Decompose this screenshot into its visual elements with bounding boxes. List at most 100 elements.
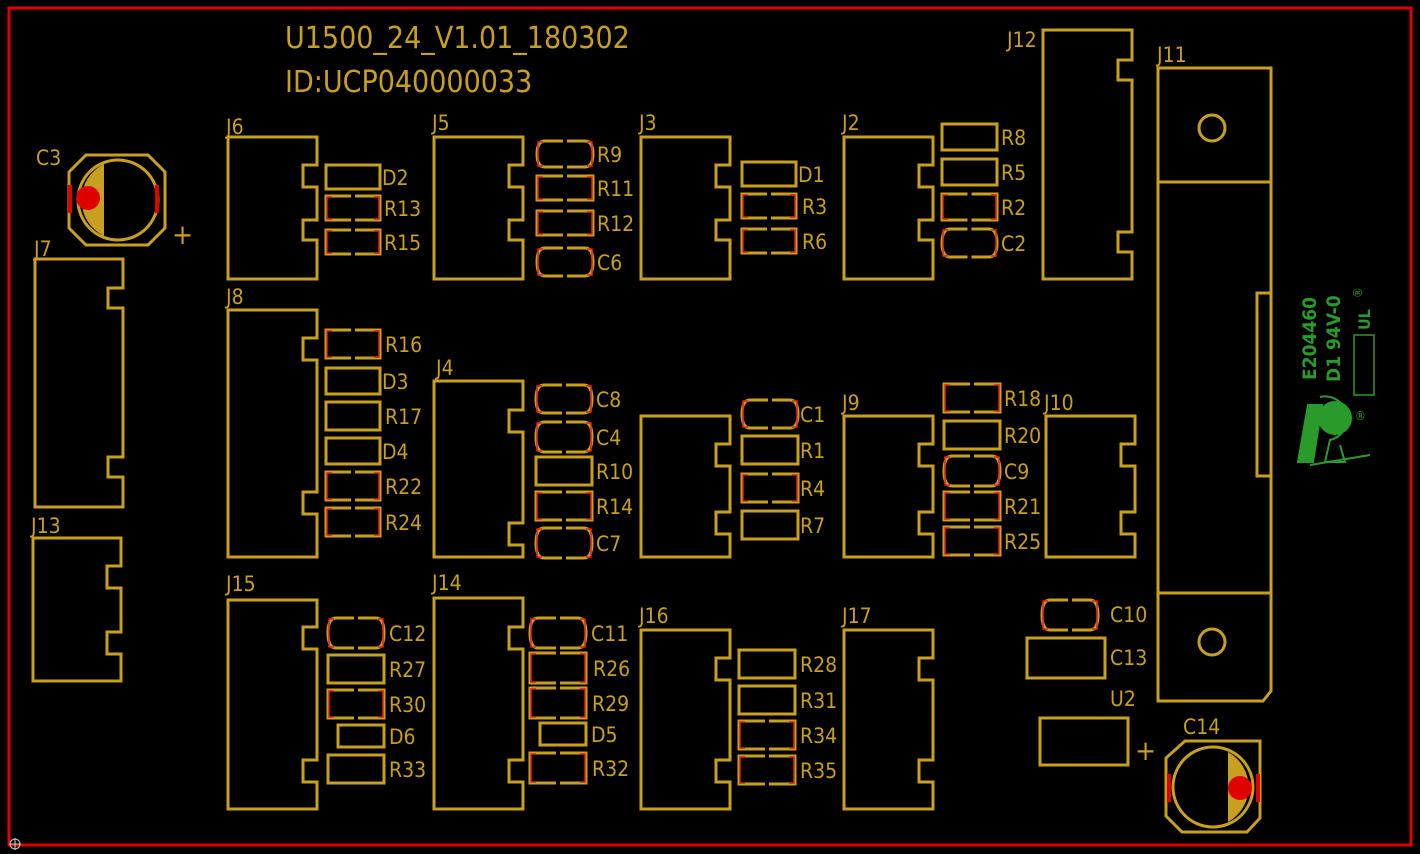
component-c6: [535, 246, 595, 278]
capacitor-c14: [1164, 739, 1262, 834]
connector-j4: [432, 379, 525, 559]
label-r34: R34: [800, 724, 837, 748]
component-d6: [336, 723, 386, 749]
label-r35: R35: [800, 759, 837, 783]
mounting-hole-icon: [1197, 113, 1227, 143]
chip-u2: [1038, 716, 1130, 767]
label-c10: C10: [1110, 603, 1147, 627]
component-r13: [324, 194, 382, 222]
label-j2: J2: [841, 111, 860, 135]
connector-j6: [226, 135, 319, 281]
component-r33: [326, 753, 386, 785]
component-r17: [324, 400, 382, 432]
label-r9: R9: [597, 143, 622, 167]
mounting-hole-icon: [1197, 627, 1227, 657]
connector-j2: [842, 135, 935, 281]
component-r20: [942, 419, 1002, 451]
component-r12: [535, 209, 595, 237]
ul-file-number: E204460: [1299, 297, 1321, 380]
component-r32: [528, 751, 588, 785]
label-r14: R14: [596, 495, 633, 519]
component-r35: [737, 754, 797, 786]
label-r11: R11: [597, 177, 634, 201]
label-r26: R26: [593, 657, 630, 681]
label-r28: R28: [800, 653, 837, 677]
label-d6: D6: [389, 725, 416, 749]
connector-j9: [842, 414, 935, 559]
component-r4: [740, 472, 800, 504]
label-d1: D1: [798, 163, 825, 187]
label-r16: R16: [385, 333, 422, 357]
passive-components: [324, 122, 1107, 786]
label-j11: J11: [1156, 43, 1187, 67]
label-r4: R4: [800, 477, 825, 501]
connector-j12: [1041, 28, 1134, 281]
component-r27: [326, 653, 386, 685]
connector-j16: [639, 628, 732, 811]
component-c4: [534, 420, 594, 454]
label-j17: J17: [841, 604, 872, 628]
component-r28: [737, 648, 797, 680]
component-r22: [324, 470, 382, 502]
connector-j15: [226, 598, 319, 811]
label-r15: R15: [384, 231, 421, 255]
pad-icon: [76, 186, 100, 210]
plus-mark-icon: +: [172, 218, 193, 251]
label-j15: J15: [225, 572, 256, 596]
label-c1: C1: [800, 403, 825, 427]
label-c14: C14: [1183, 715, 1220, 739]
label-j13: J13: [30, 514, 61, 538]
component-c2: [940, 227, 999, 259]
component-d4: [324, 436, 382, 466]
component-r21: [942, 490, 1002, 522]
component-r9: [535, 139, 595, 169]
connector-j14: [432, 596, 525, 811]
component-c9: [942, 454, 1002, 488]
component-d1: [740, 160, 798, 188]
component-r29: [528, 686, 588, 720]
component-d2: [324, 163, 382, 191]
label-r31: R31: [800, 689, 837, 713]
label-r20: R20: [1004, 424, 1041, 448]
component-r15: [324, 228, 382, 256]
origin-marker-icon: [9, 838, 21, 850]
label-r3: R3: [802, 195, 827, 219]
label-r12: R12: [597, 212, 634, 236]
component-r1: [740, 434, 800, 466]
component-r26: [528, 651, 588, 685]
component-c7: [534, 526, 594, 560]
svg-text:®: ®: [1355, 409, 1366, 423]
label-c13: C13: [1110, 646, 1147, 670]
component-r10: [534, 455, 594, 487]
label-r6: R6: [802, 230, 827, 254]
label-j9: J9: [841, 391, 860, 415]
label-c4: C4: [596, 426, 621, 450]
label-r5: R5: [1001, 161, 1026, 185]
connector-j7: [33, 257, 125, 509]
component-r16: [324, 328, 382, 360]
component-r6: [740, 227, 798, 255]
component-r2: [940, 192, 999, 222]
component-r34: [737, 719, 797, 751]
label-d2: D2: [382, 166, 409, 190]
connector-j1: [639, 414, 732, 559]
label-r27: R27: [389, 658, 426, 682]
component-d3: [324, 366, 382, 396]
ul-logo-icon: UL ®: [1351, 287, 1375, 396]
component-r24: [324, 506, 382, 538]
label-d5: D5: [591, 723, 618, 747]
component-r11: [535, 174, 595, 202]
label-r18: R18: [1004, 387, 1041, 411]
connector-j10: [1044, 414, 1137, 559]
pad-icon: [1228, 776, 1252, 800]
label-r13: R13: [384, 197, 421, 221]
label-j6: J6: [225, 115, 244, 139]
component-c8: [534, 383, 594, 415]
label-c8: C8: [596, 388, 621, 412]
label-r32: R32: [592, 757, 629, 781]
label-j14: J14: [431, 571, 462, 595]
component-c13: [1025, 636, 1107, 680]
label-r2: R2: [1001, 196, 1026, 220]
label-j10: J10: [1043, 391, 1074, 415]
label-r33: R33: [389, 758, 426, 782]
